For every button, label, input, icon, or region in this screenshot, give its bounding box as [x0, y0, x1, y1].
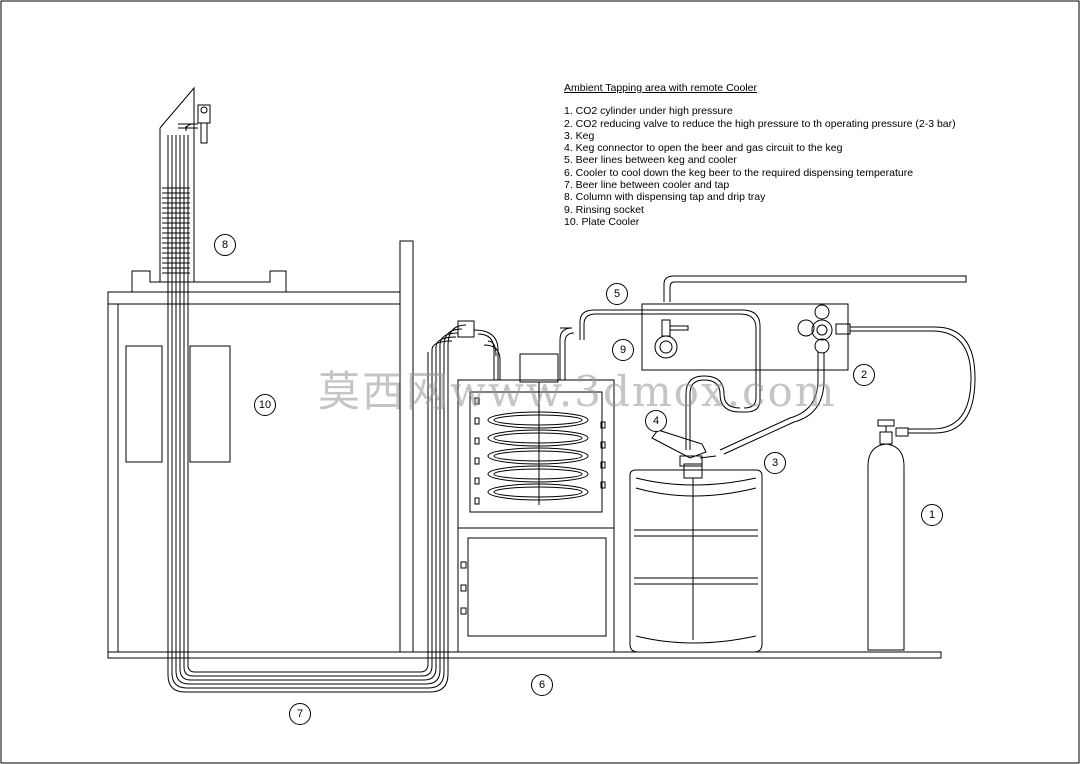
callout-7: 7	[289, 703, 311, 725]
counter-structure	[107, 240, 414, 653]
beer-lines-keg-cooler	[579, 275, 967, 450]
legend-item: 1. CO2 cylinder under high pressure	[564, 105, 733, 118]
reducing-valve	[719, 304, 976, 455]
callout-8: 8	[214, 234, 236, 256]
legend-item: 3. Keg	[564, 129, 595, 142]
co2-cylinder	[867, 419, 909, 651]
callout-9: 9	[612, 339, 634, 361]
legend-item: 6. Cooler to cool down the keg beer to t…	[564, 166, 914, 179]
callout-2: 2	[853, 364, 875, 386]
callout-5: 5	[606, 283, 628, 305]
legend-item: 10. Plate Cooler	[564, 215, 640, 228]
cooler-unit	[457, 327, 615, 653]
legend-item: 8. Column with dispensing tap and drip t…	[564, 191, 766, 204]
legend-item: 7. Beer line between cooler and tap	[564, 179, 730, 192]
callout-6: 6	[531, 674, 553, 696]
watermark: 莫西网www.3dmox.com	[318, 367, 837, 416]
beer-line-to-tap	[167, 123, 475, 693]
callout-10: 10	[254, 394, 276, 416]
legend-item: 5. Beer lines between keg and cooler	[564, 154, 737, 167]
callout-3: 3	[764, 452, 786, 474]
legend: Ambient Tapping area with remote Cooler …	[564, 82, 956, 228]
callout-1: 1	[921, 504, 943, 526]
legend-title: Ambient Tapping area with remote Cooler	[564, 82, 757, 94]
callout-4: 4	[645, 410, 667, 432]
legend-item: 4. Keg connector to open the beer and ga…	[564, 142, 843, 155]
legend-item: 9. Rinsing socket	[564, 203, 644, 216]
rinsing-socket-panel	[641, 303, 849, 371]
legend-item: 2. CO2 reducing valve to reduce the high…	[564, 117, 956, 130]
keg	[629, 429, 763, 653]
